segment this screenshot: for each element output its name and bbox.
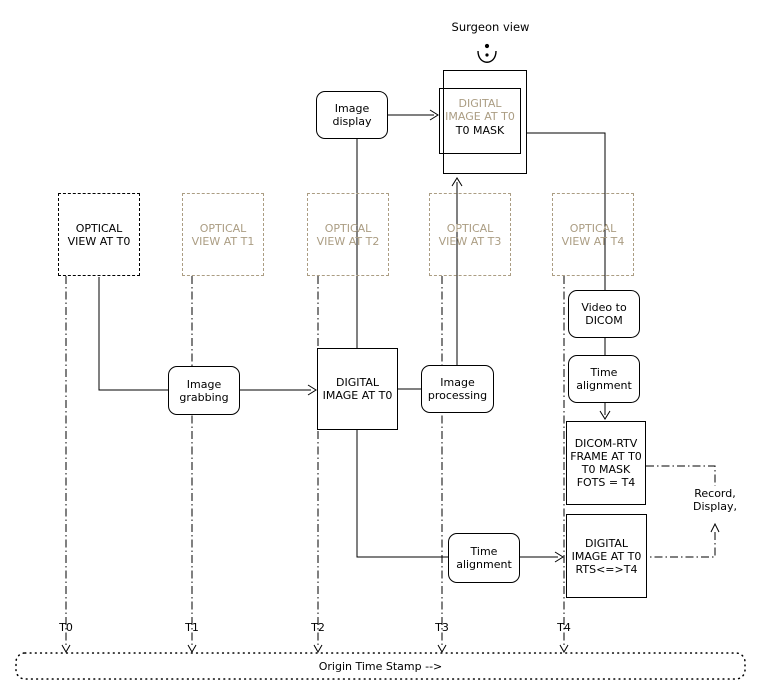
node-time-alignment-lower: Time alignment — [448, 533, 520, 583]
node-optical-view-t0: OPTICAL VIEW AT T0 — [58, 193, 140, 276]
mask-overlay-box — [439, 88, 521, 154]
node-image-processing-label: Image processing — [427, 376, 488, 402]
tick-t1: T1 — [185, 621, 199, 634]
node-time-alignment-upper: Time alignment — [568, 355, 640, 403]
node-optical-view-t0-label: OPTICAL VIEW AT T0 — [67, 221, 131, 248]
tick-t3: T3 — [435, 621, 449, 634]
node-digital-image-rts-label: DIGITAL IMAGE AT T0 RTS<=>T4 — [571, 536, 642, 576]
node-dicom-rtv-frame-label: DICOM-RTV FRAME AT T0 T0 MASK FOTS = T4 — [570, 437, 642, 489]
node-image-display: Image display — [316, 91, 388, 139]
node-dicom-rtv-frame: DICOM-RTV FRAME AT T0 T0 MASK FOTS = T4 — [566, 421, 646, 505]
node-video-to-dicom-label: Video to DICOM — [581, 301, 627, 327]
tick-t0: T0 — [59, 621, 73, 634]
node-optical-view-t4: OPTICAL VIEW AT T4 — [552, 193, 634, 276]
surgeon-view-label: Surgeon view — [451, 20, 530, 34]
node-optical-view-t1-label: OPTICAL VIEW AT T1 — [191, 221, 255, 248]
origin-time-stamp-band-label: Origin Time Stamp --> — [318, 660, 443, 673]
node-image-display-label: Image display — [332, 102, 372, 128]
node-digital-image-rts: DIGITAL IMAGE AT T0 RTS<=>T4 — [566, 514, 647, 598]
tick-t4: T4 — [557, 621, 571, 634]
tick-t2: T2 — [311, 621, 325, 634]
node-digital-image-t0-label: DIGITAL IMAGE AT T0 — [322, 376, 393, 402]
node-time-alignment-lower-label: Time alignment — [456, 545, 512, 571]
node-optical-view-t3-label: OPTICAL VIEW AT T3 — [438, 221, 502, 248]
node-image-grabbing-label: Image grabbing — [179, 377, 229, 404]
node-time-alignment-upper-label: Time alignment — [576, 366, 632, 392]
node-optical-view-t2: OPTICAL VIEW AT T2 — [307, 193, 389, 276]
node-optical-view-t3: OPTICAL VIEW AT T3 — [429, 193, 511, 276]
eye-icon — [477, 43, 497, 63]
mask-overlay-front-label: T0 MASK — [455, 124, 505, 137]
node-digital-image-t0: DIGITAL IMAGE AT T0 — [317, 348, 398, 430]
node-image-grabbing: Image grabbing — [168, 366, 240, 415]
node-video-to-dicom: Video to DICOM — [568, 290, 640, 338]
surgeon-monitor-frame — [443, 70, 527, 174]
node-optical-view-t1: OPTICAL VIEW AT T1 — [182, 193, 264, 276]
mask-overlay-back-label: DIGITAL IMAGE AT T0 — [445, 97, 515, 123]
node-optical-view-t2-label: OPTICAL VIEW AT T2 — [316, 221, 380, 248]
node-optical-view-t4-label: OPTICAL VIEW AT T4 — [561, 221, 625, 248]
node-image-processing: Image processing — [421, 365, 494, 413]
record-display-label: Record, Display, — [692, 487, 738, 513]
